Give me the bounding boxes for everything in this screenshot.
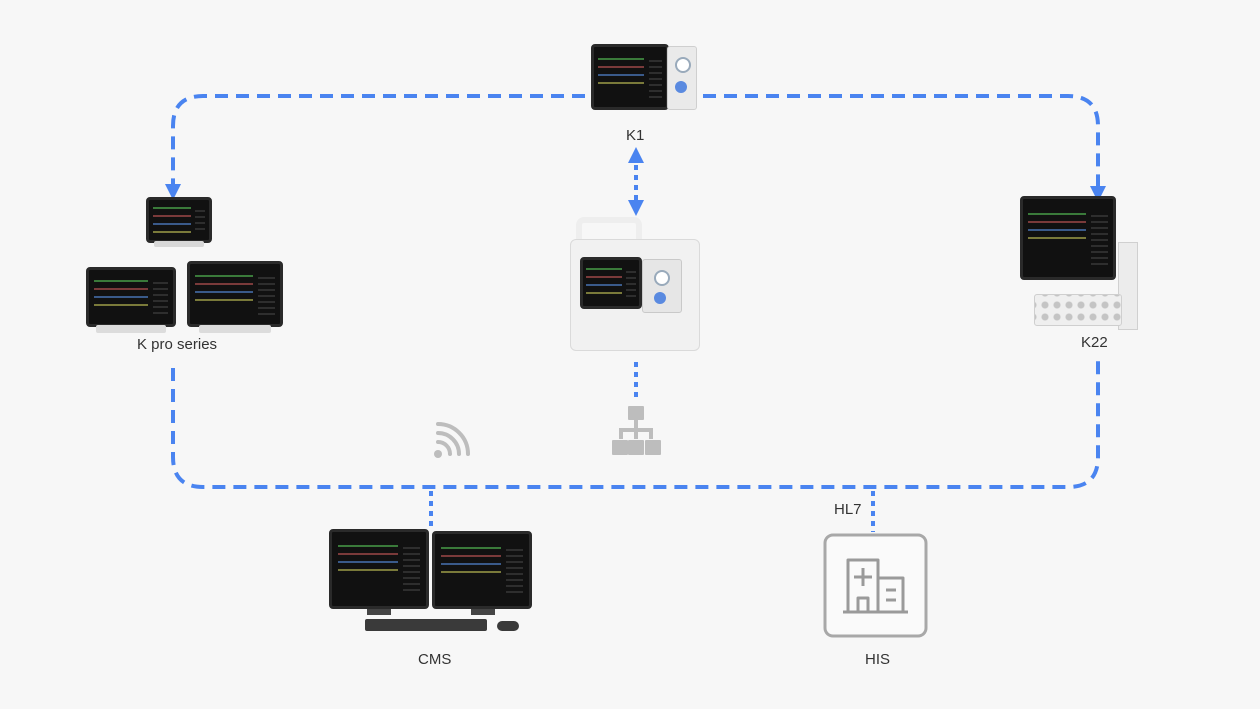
cms-monitor-left [329, 529, 429, 609]
network-tree-icon [612, 406, 661, 455]
cms-keyboard [365, 619, 487, 631]
cms-monitor-right [432, 531, 532, 609]
k1-device [591, 44, 697, 110]
cms-workstation [329, 529, 533, 635]
kpro-monitor-right [187, 261, 283, 335]
cms-label: CMS [418, 651, 452, 668]
k22-label: K22 [1081, 334, 1108, 351]
k1-docking-station [566, 217, 702, 353]
kpro-monitor-small [146, 197, 212, 249]
kpro-device-group [86, 197, 284, 337]
link-k1-k22 [703, 94, 1106, 202]
hospital-building-icon [823, 533, 928, 638]
cms-mouse [497, 621, 519, 631]
link-network-loop [171, 360, 1100, 489]
k22-device [1020, 196, 1138, 334]
hl7-label: HL7 [834, 501, 862, 518]
his-label: HIS [865, 651, 891, 668]
wifi-icon [434, 422, 470, 458]
k1-label: K1 [626, 127, 645, 144]
link-k1-kpro [165, 94, 585, 200]
kpro-monitor-left [86, 267, 176, 335]
kpro-label: K pro series [137, 336, 218, 353]
